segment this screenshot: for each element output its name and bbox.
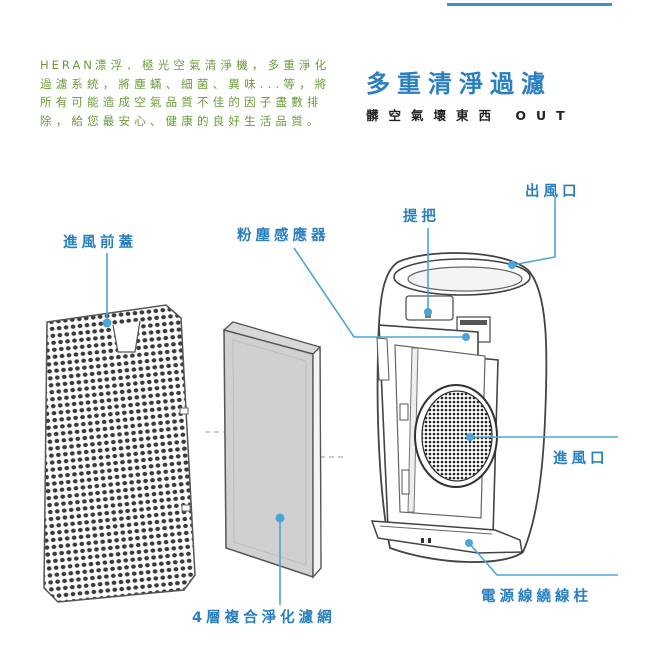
callout-line-dust-sensor [293,247,466,338]
callout-dot-cord-storage [465,539,473,547]
callout-dot-air-inlet [466,433,474,441]
label-cord-storage: 電源線繞線柱 [481,589,592,605]
label-front-cover: 進風前蓋 [63,235,137,251]
callout-dot-handle [424,308,432,316]
brand-name: HERAN [40,58,95,72]
label-dust-sensor: 粉塵感應器 [237,228,330,244]
intro-text: 漂浮．極光空氣清淨機，多重淨化過濾系統，將塵蟎、細菌、異味...等，將所有可能造… [40,58,331,128]
label-filter: 4層複合淨化濾網 [192,610,336,626]
top-accent-rule [447,3,612,6]
label-handle: 提把 [403,209,440,225]
callout-dot-filter [275,513,285,523]
callout-dot-front-cover [102,318,112,328]
callout-line-cord-storage [468,542,618,576]
front-cover-panel [43,304,196,603]
callout-dot-air-outlet [508,261,516,269]
purifier-body [370,252,548,563]
subheadline: 髒空氣壞東西 OUT [366,108,575,123]
label-air-outlet: 出風口 [525,184,581,200]
filter-block [223,321,322,579]
callout-line-air-outlet [511,197,556,266]
label-air-inlet: 進風口 [553,451,609,467]
intro-paragraph: HERAN漂浮．極光空氣清淨機，多重淨化過濾系統，將塵蟎、細菌、異味...等，將… [40,56,340,130]
headline: 多重清淨過濾 [366,70,552,98]
callout-dot-dust-sensor [462,333,470,341]
